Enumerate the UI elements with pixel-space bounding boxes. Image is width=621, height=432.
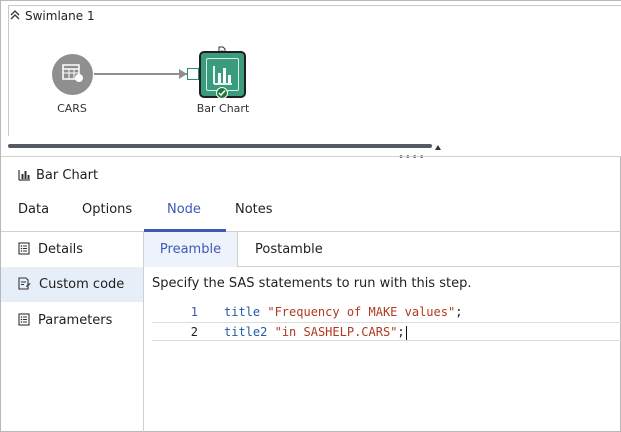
side-nav-item-custom-code[interactable]: Custom code — [1, 267, 143, 302]
horizontal-scrollbar[interactable] — [8, 144, 432, 148]
code-editor[interactable]: 1 title "Frequency of MAKE values"; 2 ti… — [152, 301, 621, 351]
scroll-up-icon[interactable] — [435, 145, 441, 150]
details-icon — [18, 240, 30, 259]
subtab-postamble[interactable]: Postamble — [255, 242, 323, 257]
instructions-text: Specify the SAS statements to run with t… — [152, 276, 472, 291]
line-number: 1 — [190, 305, 198, 319]
code-punctuation: ; — [397, 325, 405, 339]
side-nav-label: Custom code — [39, 277, 125, 292]
side-nav-label: Details — [38, 242, 84, 257]
code-string: "in SASHELP.CARS" — [274, 325, 398, 339]
code-line[interactable]: 2 title2 "in SASHELP.CARS"; — [152, 322, 621, 341]
subtab-preamble[interactable]: Preamble — [144, 232, 238, 267]
code-punctuation: ; — [455, 305, 463, 319]
line-number: 2 — [190, 325, 198, 339]
bar-chart-node-label: Bar Chart — [196, 102, 250, 115]
node-tabs: Data Options Node Notes — [1, 194, 621, 232]
tab-options[interactable]: Options — [82, 202, 133, 217]
side-nav: Details Custom code — [1, 232, 144, 432]
input-port[interactable] — [187, 68, 199, 80]
flow-canvas[interactable]: Swimlane 1 CARS — [1, 1, 621, 163]
check-icon — [216, 87, 228, 99]
side-nav-item-parameters[interactable]: Parameters — [1, 303, 143, 338]
list-icon — [18, 311, 30, 330]
swimlane — [8, 5, 621, 136]
side-nav-label: Parameters — [38, 313, 113, 328]
swimlane-header[interactable]: Swimlane 1 — [10, 9, 95, 23]
side-nav-item-details[interactable]: Details — [1, 232, 143, 267]
pane-header: Bar Chart — [18, 166, 98, 185]
pane-divider[interactable] — [1, 156, 621, 157]
pane-title: Bar Chart — [36, 168, 99, 183]
node-connector — [94, 73, 187, 75]
code-text[interactable]: title2 "in SASHELP.CARS"; — [224, 323, 407, 342]
code-text[interactable]: title "Frequency of MAKE values"; — [224, 303, 462, 322]
table-icon — [61, 63, 84, 87]
code-string: "Frequency of MAKE values" — [267, 305, 456, 319]
cars-node[interactable] — [52, 54, 93, 95]
code-subtabs: Preamble Postamble — [144, 232, 621, 267]
code-keyword: title — [224, 305, 261, 319]
connector-arrow-icon — [179, 69, 187, 79]
text-cursor — [405, 325, 407, 340]
code-line[interactable]: 1 title "Frequency of MAKE values"; — [152, 303, 621, 322]
cars-node-label: CARS — [57, 102, 87, 115]
code-icon — [18, 275, 31, 294]
tab-notes[interactable]: Notes — [235, 202, 273, 217]
tab-node[interactable]: Node — [167, 202, 201, 217]
bar-chart-small-icon — [18, 166, 31, 185]
code-keyword: title2 — [224, 325, 268, 339]
collapse-chevron-icon[interactable] — [10, 9, 20, 23]
resize-grip-icon[interactable]: •••• — [398, 152, 426, 163]
tab-selected-indicator — [144, 229, 226, 232]
tab-data[interactable]: Data — [18, 202, 50, 217]
swimlane-title: Swimlane 1 — [25, 9, 95, 23]
